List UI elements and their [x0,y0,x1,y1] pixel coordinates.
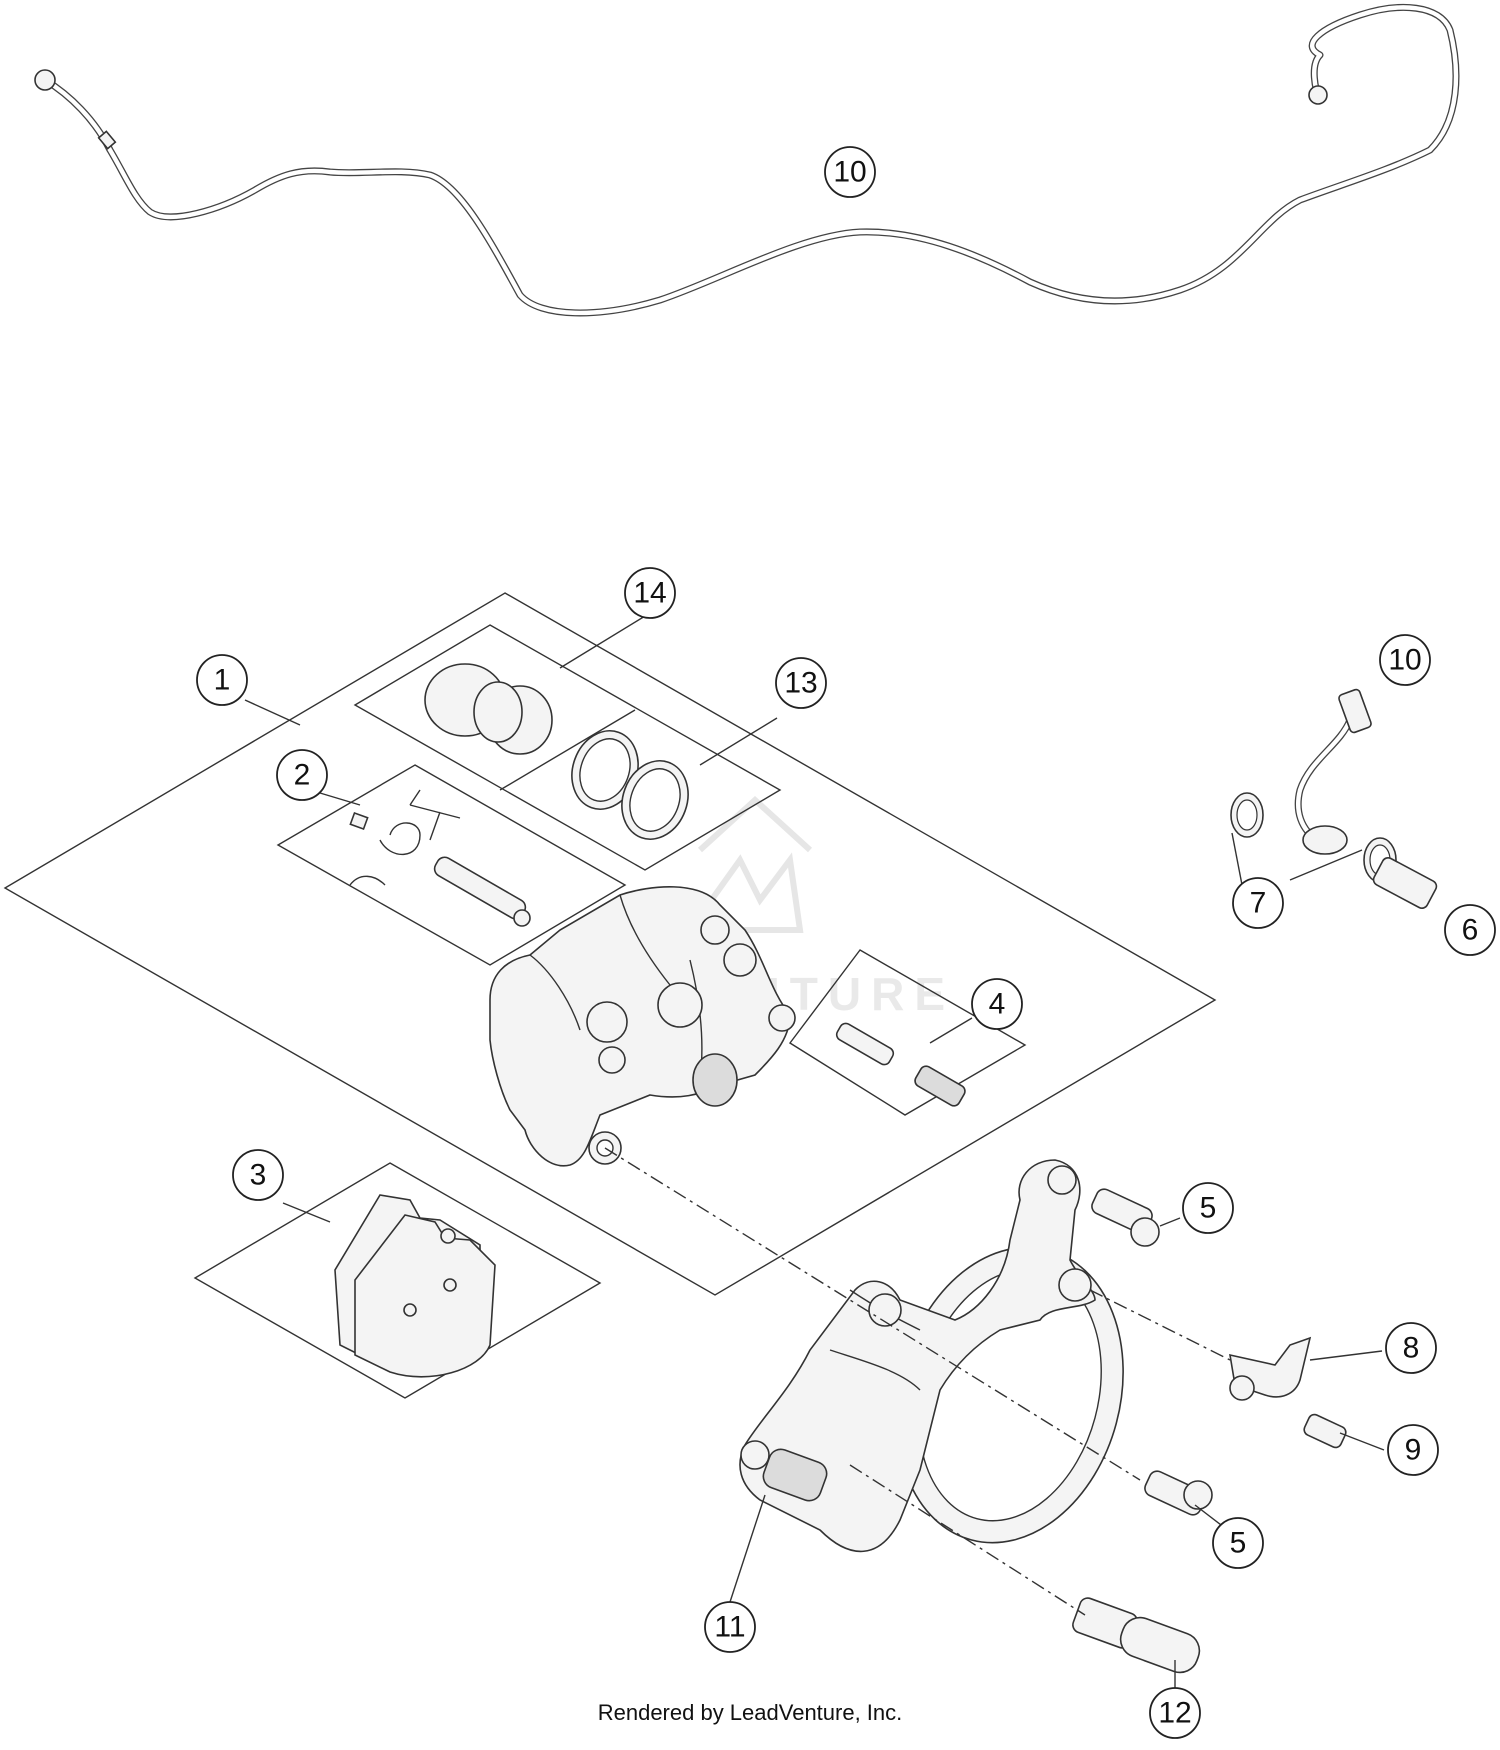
callout-6: 6 [1444,904,1496,956]
svg-text:8: 8 [1403,1332,1420,1365]
pistons [424,663,553,755]
callout-12: 12 [1149,1687,1201,1739]
svg-text:10: 10 [833,156,866,189]
svg-text:3: 3 [250,1159,267,1192]
callout-1: 1 [196,654,248,706]
bleeder-valves [835,1022,966,1107]
kit-14-outline [353,624,782,871]
brake-hose-long [34,3,1460,317]
brake-pads [334,1194,496,1378]
caliper-support [739,1159,1124,1553]
callout-11: 11 [704,1601,756,1653]
svg-text:1: 1 [214,664,231,697]
svg-text:13: 13 [784,667,817,700]
kit-4-outline [788,949,1027,1116]
svg-text:10: 10 [1388,644,1421,677]
leader-lines [244,172,1385,1688]
seal-rings [571,730,689,840]
kit-1-outline [3,592,1217,1296]
callout-14: 14 [624,567,676,619]
centerlines [604,1147,1231,1616]
callout-4: 4 [971,978,1023,1030]
brake-caliper [489,886,796,1167]
callout-9: 9 [1387,1424,1439,1476]
callout-13: 13 [775,657,827,709]
svg-text:4: 4 [989,988,1006,1021]
kit-3-outline [193,1162,602,1399]
fasteners [1072,1188,1347,1674]
svg-text:14: 14 [633,577,666,610]
footer-credit: Rendered by LeadVenture, Inc. [597,1700,903,1725]
kit-outlines [3,592,1217,1399]
svg-text:5: 5 [1200,1192,1217,1225]
callout-3: 3 [232,1149,284,1201]
callout-7: 7 [1232,877,1284,929]
svg-text:2: 2 [294,759,311,792]
callout-5-bottom: 5 [1212,1517,1264,1569]
banjo-assembly [1230,688,1438,910]
svg-text:7: 7 [1250,887,1267,920]
callout-2: 2 [276,749,328,801]
svg-text:5: 5 [1230,1527,1247,1560]
callout-10-right: 10 [1379,634,1431,686]
callout-5-top: 5 [1182,1182,1234,1234]
svg-text:9: 9 [1405,1434,1422,1467]
svg-text:6: 6 [1462,914,1479,947]
callout-8: 8 [1385,1322,1437,1374]
svg-text:11: 11 [714,1611,745,1644]
kit-2-outline [276,764,627,966]
callout-10-top: 10 [824,146,876,198]
pad-pin-kit [349,789,531,927]
svg-text:12: 12 [1158,1697,1191,1730]
